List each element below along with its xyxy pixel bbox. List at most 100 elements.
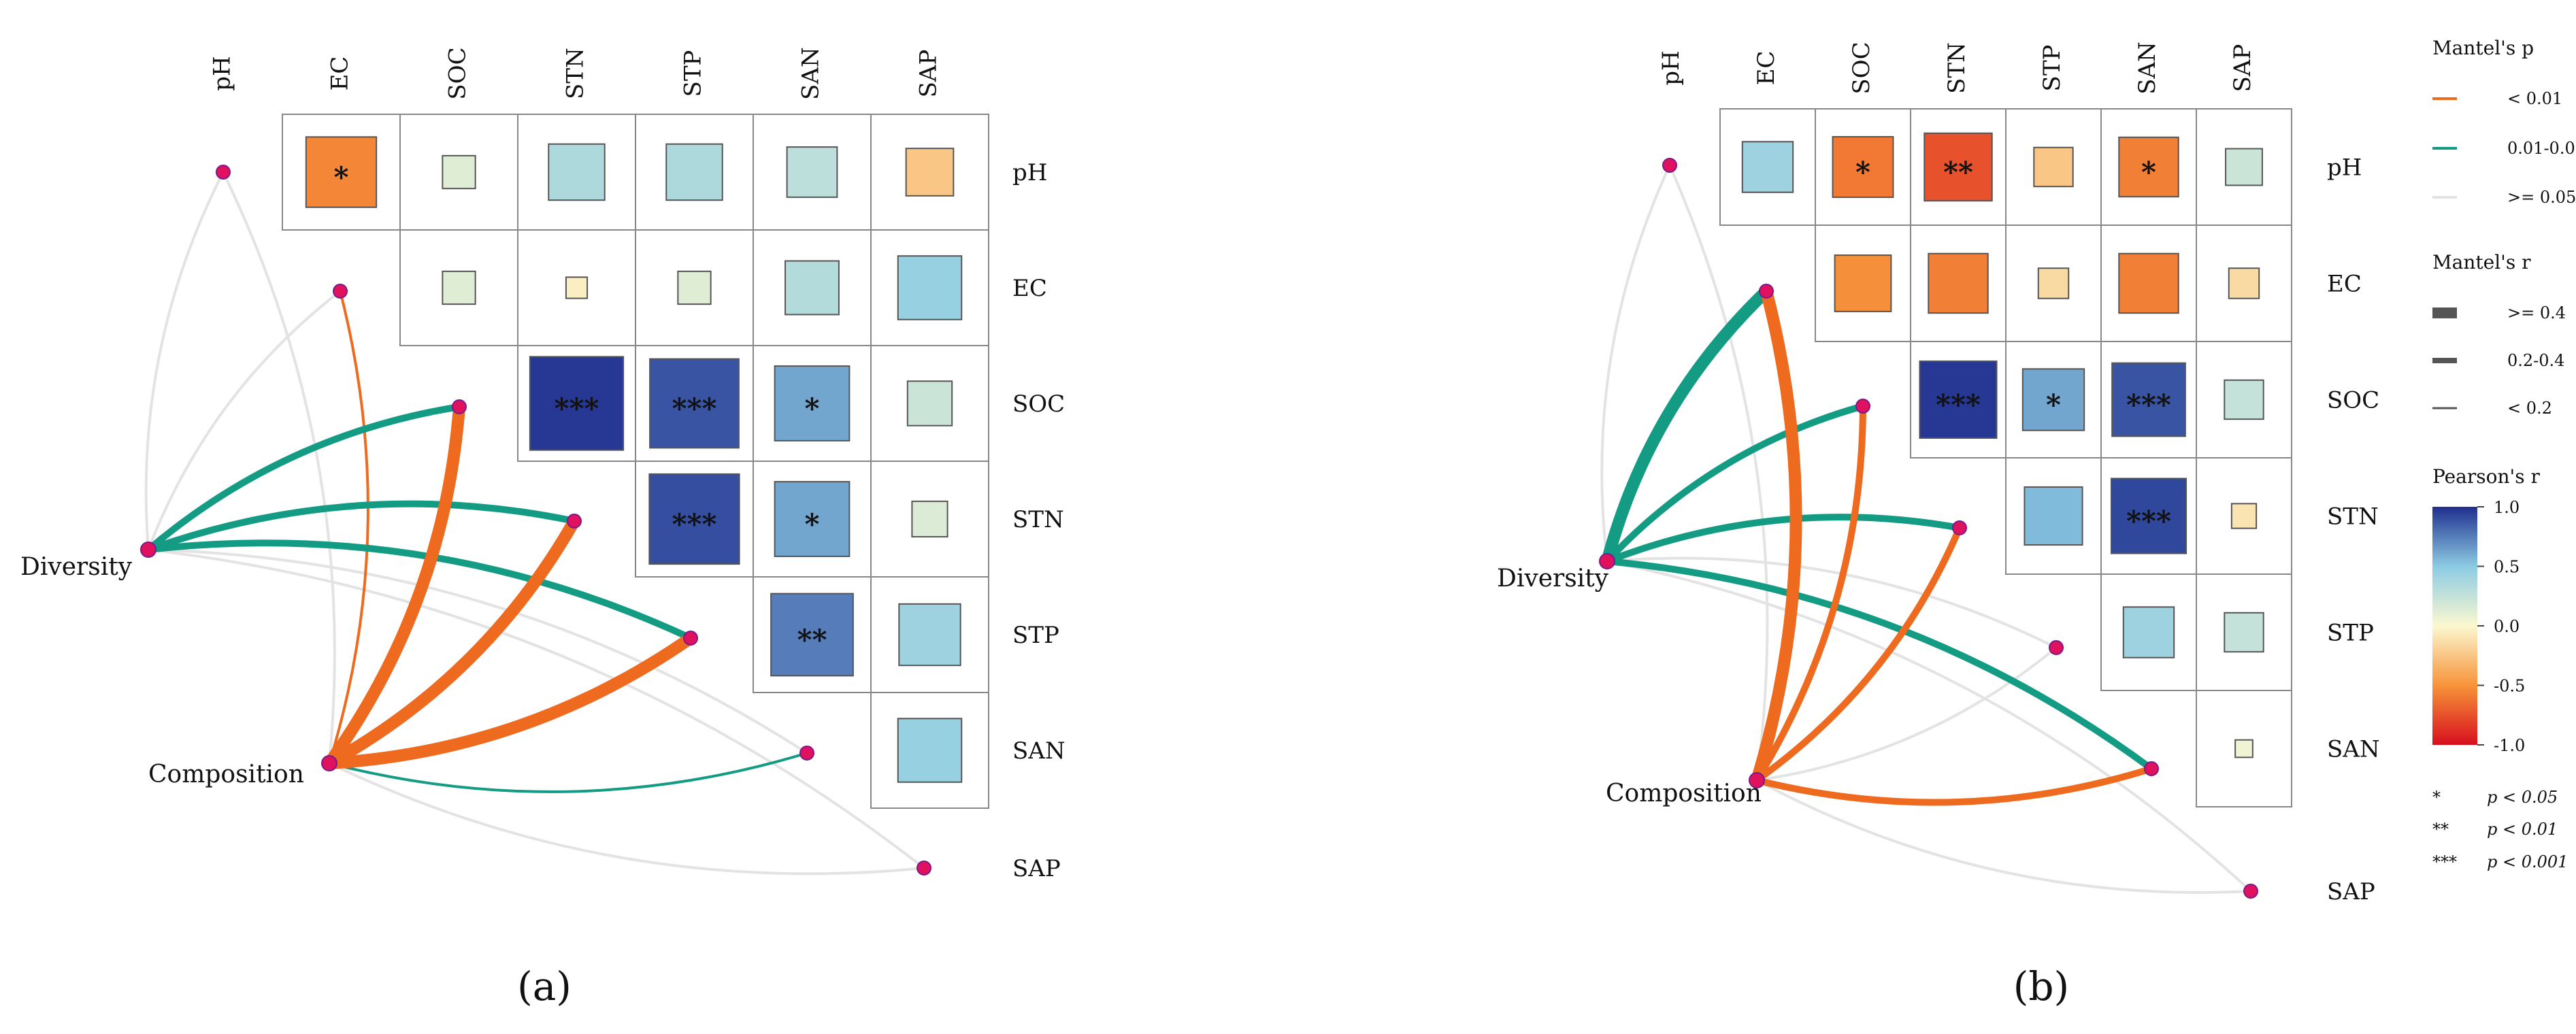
pearson-square bbox=[2122, 606, 2175, 658]
row-label-ph: pH bbox=[2327, 154, 2362, 182]
pearson-square bbox=[2110, 478, 2187, 554]
row-label-soc: SOC bbox=[2327, 387, 2379, 414]
significance-stars: *** bbox=[672, 507, 717, 541]
legend-sig-stars: *** bbox=[2432, 852, 2457, 871]
significance-stars: * bbox=[334, 161, 349, 194]
significance-stars: ** bbox=[1943, 156, 1973, 189]
legend-mantel-r-label: 0.2-0.4 bbox=[2507, 351, 2564, 370]
col-label-sap: SAP bbox=[915, 50, 942, 98]
heatmap-cell bbox=[870, 692, 989, 809]
node-san bbox=[799, 746, 814, 761]
mantel-link-composition-stp bbox=[323, 632, 697, 769]
mantel-link-diversity-stn bbox=[145, 500, 578, 553]
significance-stars: * bbox=[805, 507, 820, 541]
mantel-link-composition-ph bbox=[222, 171, 336, 765]
mantel-link-composition-san bbox=[1753, 765, 2155, 806]
node-diversity bbox=[140, 541, 156, 558]
col-label-stp: STP bbox=[2038, 45, 2066, 92]
pearson-square bbox=[305, 136, 378, 208]
node-soc bbox=[452, 399, 467, 414]
mantel-link-composition-stn bbox=[1753, 524, 1963, 784]
pearson-square bbox=[2111, 362, 2186, 437]
pearson-square bbox=[665, 143, 723, 201]
col-label-san: SAN bbox=[2134, 41, 2161, 95]
pearson-square bbox=[2230, 503, 2258, 529]
row-label-stn: STN bbox=[2327, 503, 2379, 531]
heatmap-cell bbox=[2196, 690, 2292, 807]
row-label-stn: STN bbox=[1012, 506, 1064, 533]
mantel-link-diversity-san bbox=[147, 548, 808, 754]
pearson-square bbox=[785, 260, 840, 316]
col-label-stn: STN bbox=[1943, 42, 1970, 94]
pearson-square bbox=[2118, 136, 2179, 198]
node-stn bbox=[567, 514, 582, 529]
legend-mantel-p-label: 0.01-0.05 bbox=[2507, 139, 2576, 158]
mantel-link-composition-ph bbox=[1668, 164, 1769, 782]
significance-stars: *** bbox=[672, 392, 717, 425]
pearson-square bbox=[2224, 612, 2264, 653]
pearson-square bbox=[1834, 254, 1892, 312]
node-sap bbox=[917, 861, 931, 875]
mantel-link-composition-sap bbox=[1755, 779, 2252, 894]
legend-pearson-tick-label: -1.0 bbox=[2494, 736, 2525, 755]
pearson-square bbox=[2225, 148, 2263, 186]
col-label-stp: STP bbox=[680, 50, 707, 97]
legend-mantel-p-label: < 0.01 bbox=[2507, 89, 2562, 108]
pearson-square bbox=[548, 143, 606, 201]
pearson-square bbox=[1741, 141, 1794, 193]
col-label-ec: EC bbox=[1753, 51, 1780, 86]
col-label-ph: pH bbox=[1657, 50, 1685, 85]
row-label-san: SAN bbox=[2327, 736, 2380, 763]
pearson-square bbox=[2037, 267, 2070, 299]
row-label-stp: STP bbox=[1012, 622, 1059, 649]
pearson-square bbox=[677, 270, 712, 305]
pearson-square bbox=[897, 718, 963, 783]
pearson-square bbox=[897, 255, 963, 320]
node-diversity bbox=[1599, 553, 1615, 569]
col-label-soc: SOC bbox=[1848, 41, 1875, 94]
significance-stars: * bbox=[2141, 156, 2156, 189]
row-label-soc: SOC bbox=[1012, 390, 1065, 418]
mantel-link-composition-san bbox=[328, 752, 808, 793]
significance-stars: * bbox=[805, 392, 820, 425]
pearson-square bbox=[2021, 368, 2085, 431]
pearson-square bbox=[2118, 252, 2179, 314]
node-stp bbox=[2049, 640, 2064, 655]
mantel-link-diversity-soc bbox=[145, 403, 463, 553]
legend-mantel-r-title: Mantel's r bbox=[2432, 251, 2531, 273]
legend-sig-stars: * bbox=[2432, 788, 2441, 807]
pearson-square bbox=[898, 603, 961, 667]
row-label-sap: SAP bbox=[2327, 878, 2375, 905]
mantel-link-diversity-ph bbox=[1600, 164, 1671, 563]
pearson-square bbox=[774, 365, 851, 441]
significance-stars: * bbox=[2046, 388, 2061, 422]
node-composition bbox=[1749, 772, 1765, 788]
pearson-square bbox=[1928, 252, 1989, 314]
node-san bbox=[2144, 761, 2159, 776]
mantel-link-composition-stn bbox=[323, 515, 580, 769]
node-stn bbox=[1952, 520, 1967, 535]
pearson-square bbox=[2228, 267, 2260, 299]
col-label-san: SAN bbox=[797, 47, 825, 100]
pearson-square bbox=[649, 358, 740, 449]
row-label-sap: SAP bbox=[1012, 855, 1061, 882]
pearson-square bbox=[442, 270, 476, 305]
mantel-link-composition-ec bbox=[1751, 285, 1802, 786]
panel-label: (a) bbox=[517, 963, 572, 1010]
pearson-square bbox=[2234, 739, 2253, 758]
legend: Mantel's p< 0.010.01-0.05>= 0.05Mantel's… bbox=[2432, 37, 2576, 871]
pearson-square bbox=[2024, 486, 2083, 546]
legend-pearson-tick-label: -0.5 bbox=[2494, 677, 2525, 696]
pearson-square bbox=[648, 473, 740, 565]
legend-pearson-title: Pearson's r bbox=[2432, 465, 2540, 488]
pearson-square bbox=[565, 276, 589, 299]
pearson-square bbox=[1832, 136, 1894, 198]
node-ph bbox=[1662, 158, 1677, 173]
node-sap bbox=[2243, 884, 2258, 899]
legend-pearson-tick-label: 0.0 bbox=[2494, 617, 2520, 636]
legend-sig-stars: ** bbox=[2432, 820, 2449, 839]
row-label-ec: EC bbox=[1012, 275, 1047, 302]
node-ph bbox=[216, 165, 231, 180]
